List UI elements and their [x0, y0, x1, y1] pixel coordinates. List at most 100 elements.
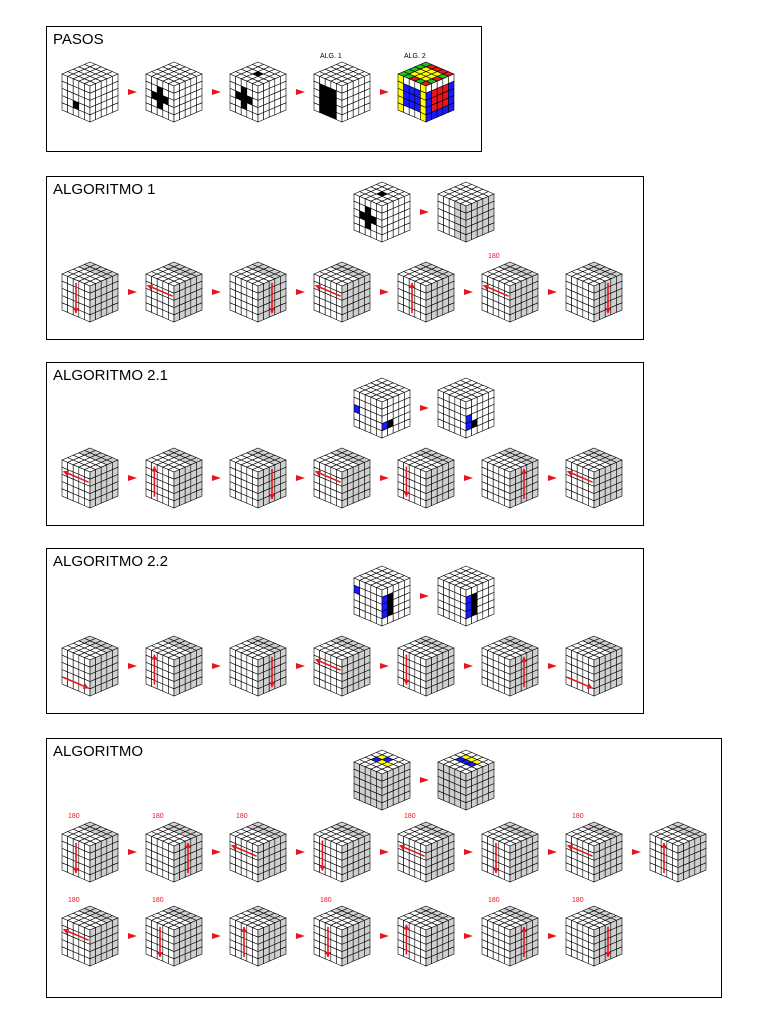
move-arrow-head: [315, 470, 322, 477]
move-arrow-head: [315, 658, 322, 665]
panel-title: ALGORITMO: [53, 743, 144, 760]
move-arrow-head: [63, 928, 70, 935]
step-arrow-head: [212, 289, 221, 295]
cube-move-up-right: [145, 821, 203, 883]
cube-facelet: [700, 862, 707, 873]
cube-facelet: [488, 790, 495, 801]
cube-caption: 180: [572, 897, 584, 904]
step-arrow-head: [548, 663, 557, 669]
cube-facelet: [532, 946, 539, 957]
step-arrow-icon: [548, 289, 557, 295]
move-arrow-head: [269, 308, 275, 314]
move-arrow-head: [157, 952, 163, 958]
move-arrow-head: [399, 844, 406, 851]
move-arrow-head: [605, 308, 611, 314]
cube-facelet: [404, 222, 411, 233]
step-arrow-icon: [128, 933, 137, 939]
step-arrow-icon: [632, 849, 641, 855]
step-arrow-head: [420, 405, 429, 411]
cube-facelet: [280, 676, 287, 687]
cube-facelet: [196, 862, 203, 873]
cube-caption: 180: [236, 813, 248, 820]
cube-cross: [145, 61, 203, 123]
move-arrow-head: [319, 865, 326, 871]
cube-move-left-top: [229, 821, 287, 883]
move-arrow-head: [82, 683, 89, 689]
cube-move-left-top: [481, 261, 539, 323]
step-arrow-icon: [548, 475, 557, 481]
move-arrow-head: [586, 683, 593, 689]
step-arrow-icon: [380, 289, 389, 295]
step-arrow-head: [464, 933, 473, 939]
step-arrow-icon: [548, 849, 557, 855]
cube-facelet: [448, 946, 455, 957]
cube-move-down-center: [145, 905, 203, 967]
cube-facelet: [488, 222, 495, 233]
cube-caption: 180: [488, 897, 500, 904]
cube-move-up-right: [481, 635, 539, 697]
cube-move-down-left: [397, 635, 455, 697]
move-arrow-head: [73, 868, 79, 874]
move-arrow-head: [403, 491, 410, 497]
cube-facelet: [196, 946, 203, 957]
cube-facelet: [112, 488, 119, 499]
cube-facelet: [364, 946, 371, 957]
cube-facelet: [532, 862, 539, 873]
step-arrow-icon: [212, 475, 221, 481]
cube-caption: ALG. 2: [404, 53, 426, 60]
step-arrow-head: [420, 209, 429, 215]
cube-move-left-top: [313, 261, 371, 323]
step-arrow-head: [296, 289, 305, 295]
move-arrow-head: [409, 282, 415, 288]
step-arrow-head: [464, 289, 473, 295]
step-arrow-icon: [296, 475, 305, 481]
cube-facelet: [404, 418, 411, 429]
step-arrow-head: [548, 289, 557, 295]
step-arrow-head: [212, 475, 221, 481]
step-arrow-icon: [296, 89, 305, 95]
move-arrow-head: [567, 470, 574, 477]
step-arrow-icon: [464, 663, 473, 669]
cube-facelet: [448, 862, 455, 873]
step-arrow-icon: [128, 89, 137, 95]
cube-facelet: [616, 488, 623, 499]
cube-facelet: [112, 302, 119, 313]
cube-move-right-bottom: [565, 635, 623, 697]
step-arrow-icon: [464, 289, 473, 295]
cube-facelet: [280, 946, 287, 957]
cube-facelet: [196, 302, 203, 313]
step-arrow-icon: [128, 289, 137, 295]
move-arrow-head: [73, 308, 79, 314]
step-arrow-head: [212, 933, 221, 939]
step-arrow-icon: [128, 849, 137, 855]
step-arrow-head: [380, 933, 389, 939]
cube-facelet: [616, 302, 623, 313]
step-arrow-head: [128, 89, 137, 95]
cube-move-left-top: [565, 447, 623, 509]
cube-move-left-top: [397, 821, 455, 883]
cube-facelet: [532, 488, 539, 499]
cube-facelet: [196, 488, 203, 499]
step-arrow-icon: [420, 405, 429, 411]
cube-move-down-right: [229, 261, 287, 323]
cube-move-left-top: [61, 447, 119, 509]
cube-facelet: [112, 862, 119, 873]
cube-facelet: [532, 302, 539, 313]
step-arrow-icon: [548, 663, 557, 669]
move-arrow-head: [241, 926, 247, 932]
cube-cross-top-dot: [353, 181, 411, 243]
cube-move-left-top: [61, 905, 119, 967]
cube-facelet: [364, 862, 371, 873]
cube-facelet: [364, 102, 371, 113]
cube-move-up-left: [145, 635, 203, 697]
cube-caption: 180: [152, 897, 164, 904]
step-arrow-head: [464, 663, 473, 669]
move-arrow-head: [185, 842, 191, 848]
step-arrow-head: [212, 663, 221, 669]
step-arrow-head: [128, 663, 137, 669]
cube-move-down-right: [565, 261, 623, 323]
step-arrow-icon: [548, 933, 557, 939]
cube-facelet: [448, 676, 455, 687]
step-arrow-icon: [420, 209, 429, 215]
cube-move-down-center: [481, 821, 539, 883]
